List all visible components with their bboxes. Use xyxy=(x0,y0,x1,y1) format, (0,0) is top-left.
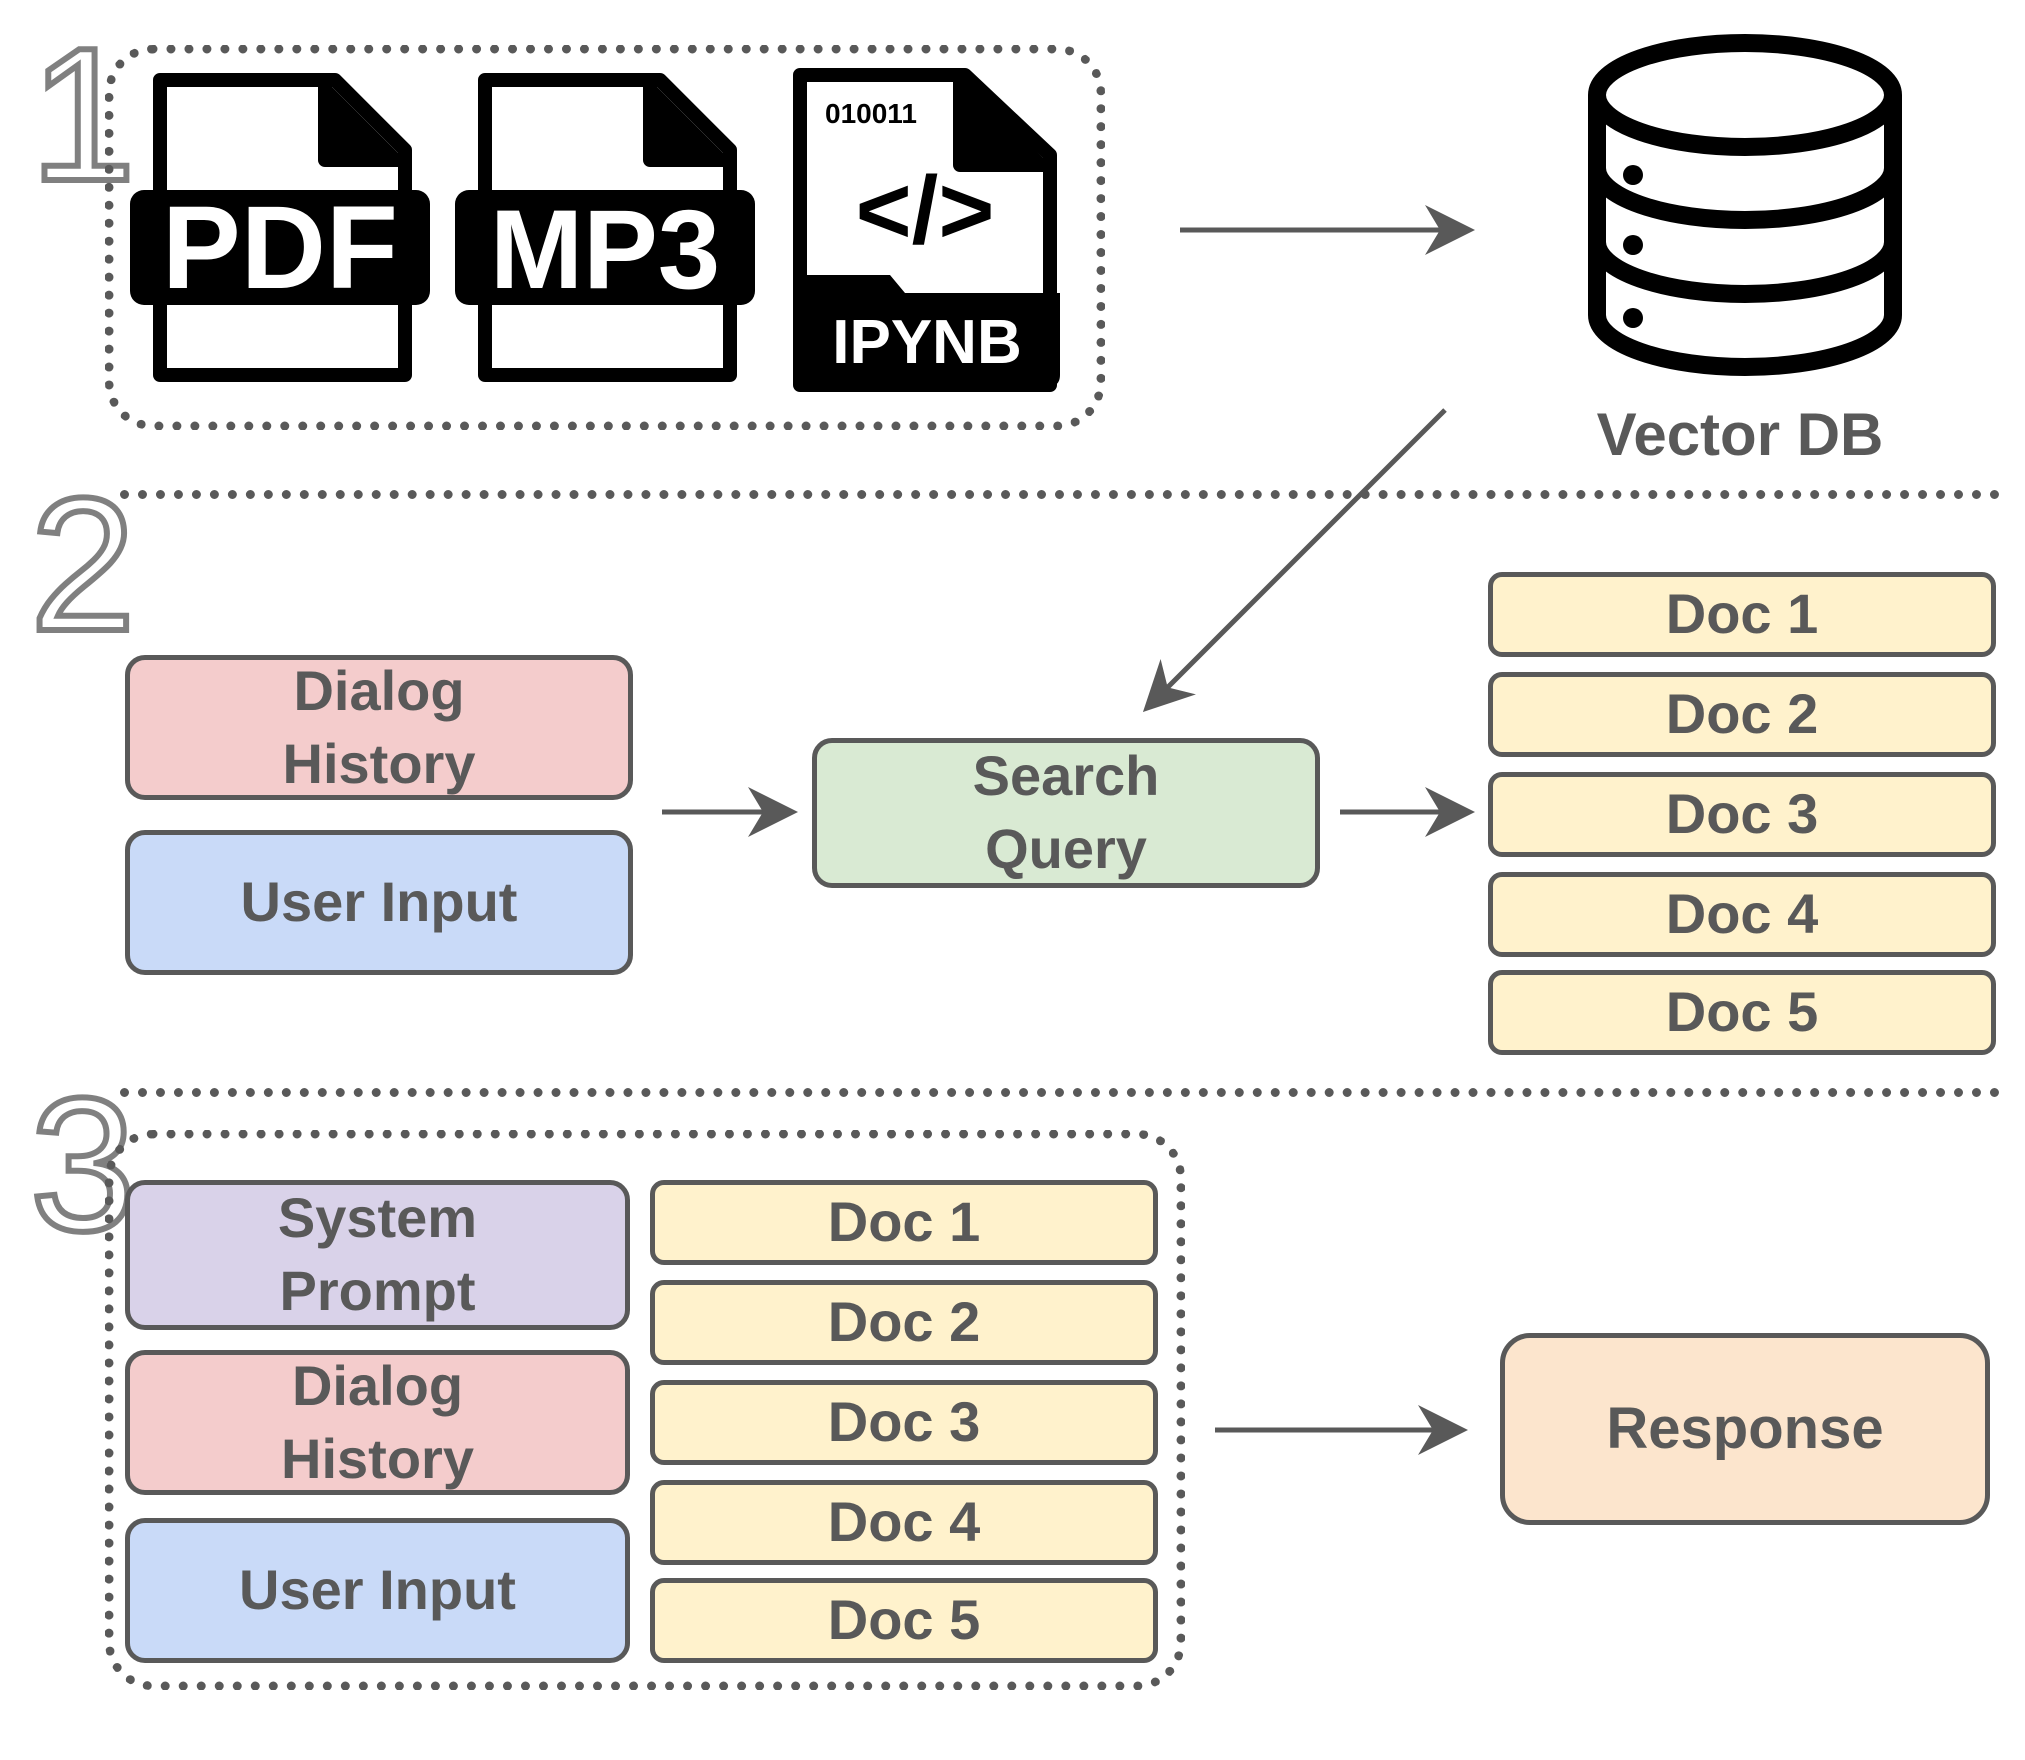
system-prompt-box: System Prompt xyxy=(125,1180,630,1330)
pdf-file-icon: PDF xyxy=(130,73,430,382)
context-doc-4: Doc 4 xyxy=(650,1480,1158,1565)
search-query-box: Search Query xyxy=(812,738,1320,888)
user-input-box: User Input xyxy=(125,830,633,975)
vector-db-label: Vector DB xyxy=(1596,401,1884,468)
ipynb-label: IPYNB xyxy=(832,308,1021,377)
database-icon xyxy=(1588,34,1902,376)
user-input-box-2: User Input xyxy=(125,1518,630,1663)
retrieved-doc-4: Doc 4 xyxy=(1488,872,1996,957)
prompt-context-group xyxy=(105,1130,1185,1690)
source-files-group xyxy=(105,45,1105,430)
step-number-1: 1 xyxy=(27,9,139,221)
section-divider-1 xyxy=(120,490,2000,499)
retrieved-doc-3: Doc 3 xyxy=(1488,772,1996,857)
code-brackets-icon: </> xyxy=(856,157,995,264)
mp3-file-icon: MP3 xyxy=(455,73,755,382)
mp3-label: MP3 xyxy=(490,187,720,312)
section-divider-2 xyxy=(120,1088,2000,1097)
retrieved-doc-5: Doc 5 xyxy=(1488,970,1996,1055)
step-number-2: 2 xyxy=(27,459,139,671)
context-doc-3: Doc 3 xyxy=(650,1380,1158,1465)
context-doc-2: Doc 2 xyxy=(650,1280,1158,1365)
dialog-history-box-2: Dialog History xyxy=(125,1350,630,1495)
retrieved-doc-1: Doc 1 xyxy=(1488,572,1996,657)
binary-text: 010011 xyxy=(825,98,917,129)
arrow-db-to-query xyxy=(1142,408,1447,713)
context-doc-5: Doc 5 xyxy=(650,1578,1158,1663)
retrieved-doc-2: Doc 2 xyxy=(1488,672,1996,757)
response-box: Response xyxy=(1500,1333,1990,1525)
pdf-label: PDF xyxy=(162,182,398,314)
context-doc-1: Doc 1 xyxy=(650,1180,1158,1265)
dialog-history-box: Dialog History xyxy=(125,655,633,800)
ipynb-file-icon: 010011 </> IPYNB xyxy=(793,68,1060,392)
